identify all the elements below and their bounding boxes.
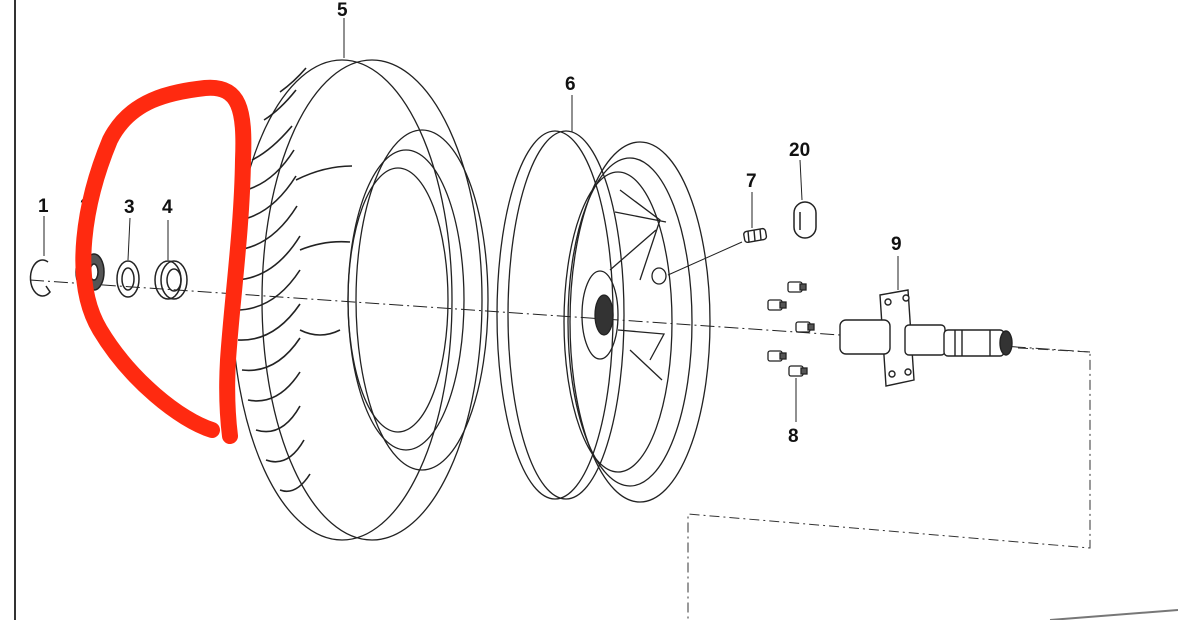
part-3-washer: [116, 260, 140, 298]
part-6-rim: [496, 130, 711, 503]
assembly-bracket: [687, 347, 1091, 620]
part-label-8: 8: [788, 426, 799, 447]
part-label-6: 6: [565, 74, 576, 95]
part-label-7: 7: [746, 171, 757, 192]
valve-leader-line: [667, 241, 743, 276]
bottom-edge-line: [1049, 609, 1178, 620]
part-7-valve: [743, 227, 768, 244]
part-label-20: 20: [789, 140, 810, 161]
part-label-5: 5: [337, 0, 348, 21]
part-label-4: 4: [162, 197, 173, 218]
axle-center-line: [29, 279, 1091, 353]
red-highlight-annotation: [75, 79, 252, 444]
part-label-9: 9: [891, 234, 902, 255]
part-label-3: 3: [124, 197, 135, 218]
part-4-spacer: [154, 260, 188, 300]
part-8-bolts: [767, 281, 815, 377]
part-5-tyre: [231, 59, 489, 541]
part-label-1: 1: [38, 196, 49, 217]
label-leader-lines: [43, 18, 803, 261]
part-1-circlip: [29, 259, 51, 297]
part-20-valve-cap: [793, 201, 817, 239]
part-9-axle: [839, 289, 1013, 387]
